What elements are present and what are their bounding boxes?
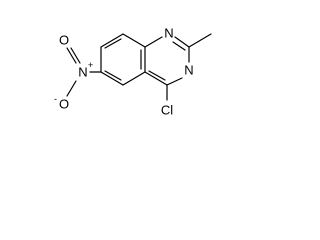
atom-label-chlorine: Cl — [161, 103, 173, 118]
atom-label-n3: N — [184, 63, 193, 78]
atom-label-n1: N — [164, 26, 173, 41]
chemical-structure-diagram: N N Cl N + O O - — [54, 26, 212, 118]
charge-label-oxygen-minus: - — [54, 94, 57, 104]
pyrimidine-ring — [144, 36, 190, 86]
bond-c8-c8a — [122, 33, 146, 48]
bond-c4a-c5 — [122, 71, 146, 86]
double-bond-n1-c2 — [172, 41, 186, 51]
bond-n3-c4 — [166, 77, 183, 86]
double-bond-nitro-o-top — [70, 47, 81, 64]
bond-c5-c6 — [100, 71, 124, 86]
bond-c7-c8 — [100, 33, 124, 48]
benzene-ring — [100, 33, 146, 86]
atom-label-nitro-nitrogen: N — [78, 65, 87, 80]
double-bond-c4-c4a — [148, 70, 166, 81]
atom-label-nitro-oxygen-bottom: O — [59, 97, 69, 112]
bond-c2-methyl — [188, 33, 212, 48]
bond-nitro-o-bottom — [66, 80, 77, 97]
bond-c8a-n1 — [144, 36, 163, 48]
double-bond-c5-c6 — [104, 70, 122, 81]
double-bond-c7-c8 — [104, 38, 122, 49]
charge-label-nitro-plus: + — [88, 60, 93, 70]
atom-label-nitro-oxygen-top: O — [59, 33, 69, 48]
bond-c4-c4a — [144, 71, 168, 86]
bond-n1-c2 — [174, 36, 190, 48]
bond-nitro-o-top — [66, 47, 77, 64]
